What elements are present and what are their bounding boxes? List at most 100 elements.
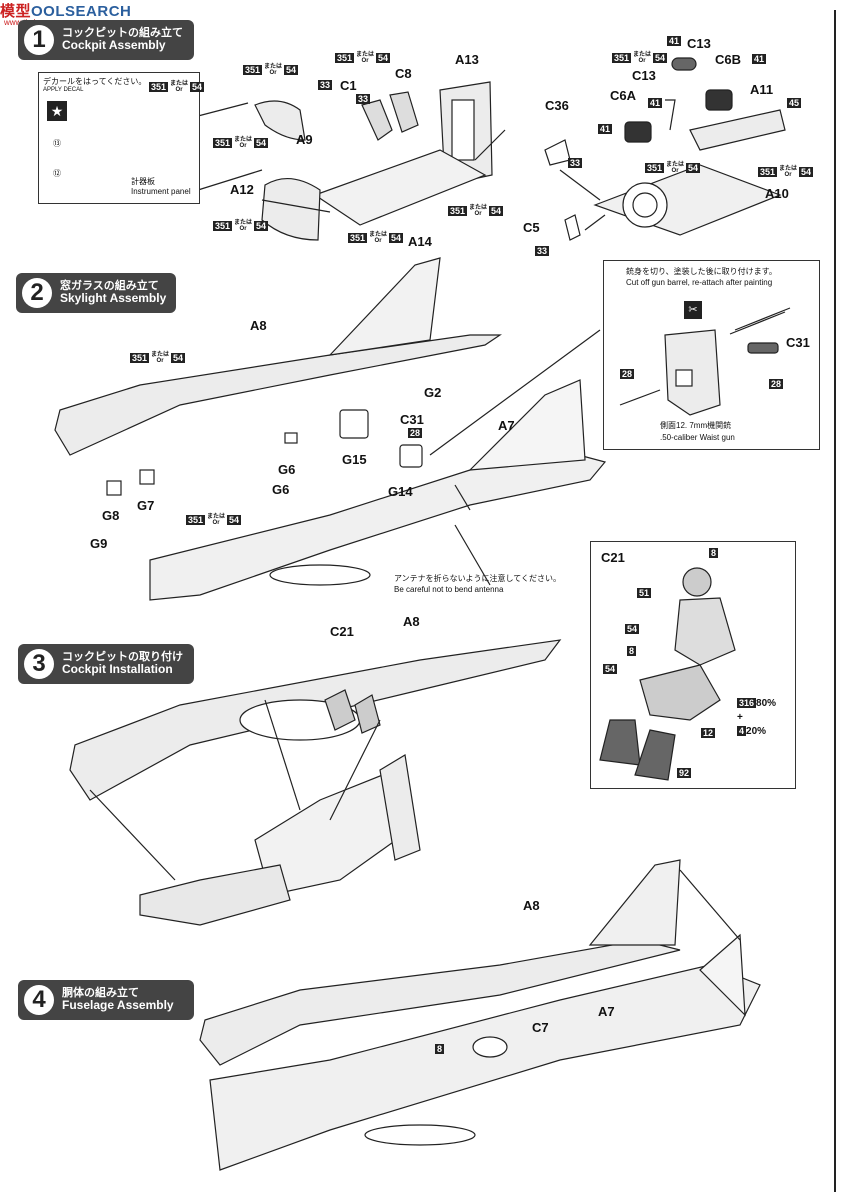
color-box-41: 41 xyxy=(598,124,613,134)
waist-gun-detail-box: 銃身を切り、塗装した後に取り付けます。 Cut off gun barrel, … xyxy=(603,260,820,450)
decal-13-label: ⑬ xyxy=(53,139,61,148)
part-label-C8: C8 xyxy=(395,66,412,81)
color-box-12: 12 xyxy=(701,728,716,738)
page-edge-line xyxy=(834,10,836,1192)
part-label-A8: A8 xyxy=(403,614,420,629)
part-label-C13: C13 xyxy=(632,68,656,83)
figure-title: C21 xyxy=(601,550,625,565)
part-label-A7: A7 xyxy=(598,1004,615,1019)
decal-star-icon: ★ xyxy=(47,101,67,121)
color-box-28: 28 xyxy=(408,428,423,438)
part-label-A11: A11 xyxy=(750,82,774,97)
step-title-jp: 胴体の組み立て xyxy=(62,986,139,999)
color-box-51: 51 xyxy=(637,588,652,598)
part-label-G14: G14 xyxy=(388,484,413,499)
part-label-C21: C21 xyxy=(330,624,354,639)
part-label-G7: G7 xyxy=(137,498,155,513)
step-title-en: Cockpit Installation xyxy=(62,662,173,677)
part-label-C31: C31 xyxy=(400,412,424,427)
step-title-en: Fuselage Assembly xyxy=(62,998,174,1013)
decal-note-en: APPLY DECAL xyxy=(43,87,84,93)
antenna-note-en: Be careful not to bend antenna xyxy=(394,585,504,594)
part-label-A8: A8 xyxy=(250,318,267,333)
part-label-A14: A14 xyxy=(408,234,432,249)
part-label-C6A: C6A xyxy=(610,88,637,103)
part-label-G8: G8 xyxy=(102,508,120,523)
decal-note-jp: デカールをはってください。 xyxy=(43,77,147,86)
step-number: 4 xyxy=(24,985,54,1015)
color-box-8: 8 xyxy=(709,548,719,558)
decal-12-label: ⑫ xyxy=(53,169,61,178)
part-label-C7: C7 xyxy=(532,1020,549,1035)
part-label-G9: G9 xyxy=(90,536,108,551)
part-label-C36: C36 xyxy=(545,98,569,113)
part-label-A12: A12 xyxy=(230,182,254,197)
color-box-33: 33 xyxy=(356,94,371,104)
step-title-jp: 窓ガラスの組み立て xyxy=(60,279,159,292)
step-title-jp: コックピットの取り付け xyxy=(62,650,183,663)
waist-gun-note-en: Cut off gun barrel, re-attach after pain… xyxy=(626,278,773,287)
color-box-33: 33 xyxy=(535,246,550,256)
color-box-41: 41 xyxy=(752,54,767,64)
step-title-en: Cockpit Assembly xyxy=(62,38,166,53)
color-box-33: 33 xyxy=(318,80,333,90)
part-label-G2: G2 xyxy=(424,385,442,400)
part-label-A7: A7 xyxy=(498,418,515,433)
step-title-en: Skylight Assembly xyxy=(60,291,167,306)
waist-gun-note-jp: 銃身を切り、塗装した後に取り付けます。 xyxy=(626,267,777,276)
color-box-54: 54 xyxy=(625,624,640,634)
cut-icon: ✂ xyxy=(684,301,702,319)
color-box-92: 92 xyxy=(677,768,692,778)
mix-plus: + xyxy=(737,712,743,723)
step-title-jp: コックピットの組み立て xyxy=(62,26,183,39)
part-label-G6: G6 xyxy=(272,482,290,497)
part-label-C6B: C6B xyxy=(715,52,742,67)
color-box-41: 41 xyxy=(648,98,663,108)
instrument-panel-en: Instrument panel xyxy=(131,187,191,196)
part-label-C13: C13 xyxy=(687,36,711,51)
watermark-logo: 模型OOLSEARCH xyxy=(0,3,132,20)
step-number: 1 xyxy=(24,25,54,55)
part-label-C1: C1 xyxy=(340,78,357,93)
part-label-G15: G15 xyxy=(342,452,367,467)
part-label-G6: G6 xyxy=(278,462,296,477)
color-box-41: 41 xyxy=(667,36,682,46)
color-box-54: 54 xyxy=(603,664,618,674)
step-number: 3 xyxy=(24,649,54,679)
waist-gun-caption-en: .50-caliber Waist gun xyxy=(660,433,735,442)
part-label-A9: A9 xyxy=(296,132,313,147)
color-box-28: 28 xyxy=(769,379,784,389)
part-label-A8: A8 xyxy=(523,898,540,913)
part-label-A13: A13 xyxy=(455,52,479,67)
color-box-45: 45 xyxy=(787,98,802,108)
antenna-note-jp: アンテナを折らないように注意してください。 xyxy=(394,574,562,583)
color-box-8: 8 xyxy=(627,646,637,656)
color-box-8: 8 xyxy=(435,1044,445,1054)
waist-gun-caption-jp: 側面12. 7mm機関銃 xyxy=(660,421,732,430)
step-number: 2 xyxy=(22,278,52,308)
part-label-C5: C5 xyxy=(523,220,540,235)
color-box-33: 33 xyxy=(568,158,583,168)
part-label-C31: C31 xyxy=(786,335,810,350)
part-label-A10: A10 xyxy=(765,186,789,201)
